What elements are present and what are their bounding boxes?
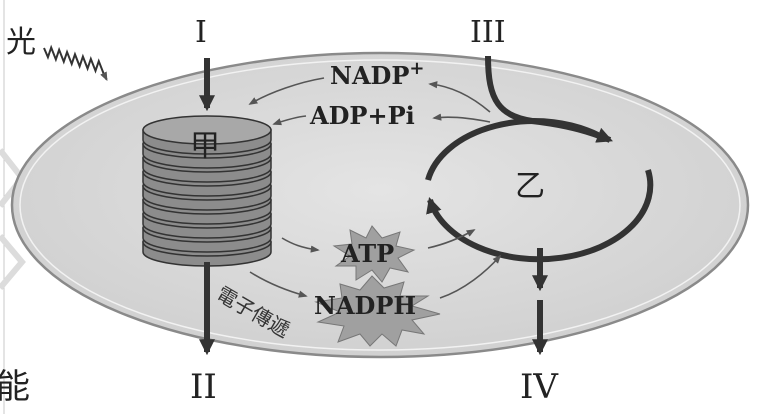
atp-to-cycle-arrow	[427, 229, 476, 249]
chloroplast-inner-envelope	[19, 59, 741, 351]
thylakoid-disc	[142, 115, 272, 145]
nadph-to-cycle-arrow	[439, 254, 502, 299]
thylakoid-to-nadph-arrow	[249, 271, 308, 298]
light-label: 光	[6, 25, 36, 60]
atp-burst	[332, 225, 416, 283]
structure-a-label: 甲	[190, 129, 220, 164]
output-4-label: IV	[520, 367, 559, 407]
light-wave	[43, 44, 108, 82]
cycle-arc-top	[425, 118, 602, 181]
nadp-to-thylakoid-arrow	[248, 77, 325, 105]
adp-to-thylakoid-arrow	[272, 115, 307, 126]
input-1-label: I	[195, 15, 207, 50]
nadph-label: NADPH	[314, 291, 416, 320]
input-3-label: III	[470, 15, 506, 50]
adp-pi-label: ADP+Pi	[309, 101, 415, 130]
nadph-burst	[314, 275, 441, 347]
margin-glyph: 能	[0, 367, 30, 407]
nadp-label: NADP+	[330, 58, 425, 90]
atp-label: ATP	[340, 239, 394, 268]
thylakoid-to-atp-arrow	[281, 237, 320, 253]
output-2-label: II	[190, 367, 217, 407]
nadp-return-arrow	[428, 81, 491, 113]
adp-return-arrow	[432, 113, 491, 123]
thylakoid-stack	[142, 115, 272, 267]
structure-b-label: 乙	[515, 169, 545, 204]
calvin-cycle	[425, 118, 654, 263]
cycle-arc-bottom	[426, 169, 654, 263]
